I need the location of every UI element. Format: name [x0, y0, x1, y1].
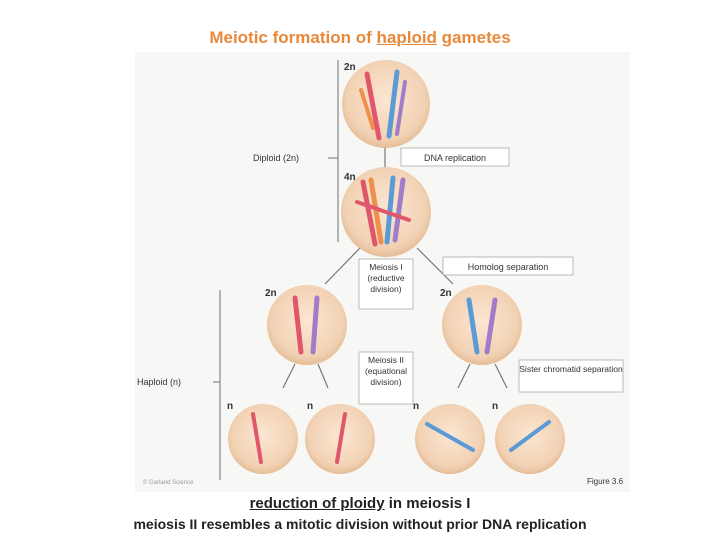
diploid-label: Diploid (2n): [253, 153, 299, 163]
meiosis2-arrow-1: [282, 363, 296, 389]
ploidy-label-gamete-2: n: [307, 401, 313, 412]
dna-replication-box: DNA replication: [400, 147, 510, 167]
cell-tetraploid: [341, 167, 431, 257]
meiosis2-box: Meiosis II (equational division): [358, 351, 414, 405]
ploidy-label-gamete-3: n: [413, 401, 419, 412]
ploidy-label-m1-right: 2n: [440, 288, 452, 299]
haploid-label: Haploid (n): [137, 377, 181, 387]
cell-meiosis1-left: [267, 285, 347, 365]
meiosis-figure: 2n 4n 2n 2n n n n n Diploid (2n) Haploid…: [135, 52, 630, 492]
meiosis2-arrow-4: [494, 363, 508, 389]
meiosis-diagram: 2n 4n 2n 2n n n n n Diploid (2n) Haploid…: [137, 60, 624, 486]
caption-line-1: reduction of ploidy in meiosis I: [0, 495, 720, 512]
title-haploid: haploid: [376, 28, 437, 47]
meiosis1-label: Meiosis I (reductive division): [367, 262, 405, 294]
homolog-separation-label: Homolog separation: [468, 262, 549, 272]
figure-credit: © Garland Science: [143, 479, 194, 486]
gamete-3: [415, 404, 485, 474]
ploidy-label-gamete-1: n: [227, 401, 233, 412]
gamete-1: [228, 404, 298, 474]
homolog-separation-box: Homolog separation: [442, 256, 574, 276]
figure-number: Figure 3.6: [587, 477, 624, 486]
gamete-2: [305, 404, 375, 474]
gamete-4: [495, 404, 565, 474]
chromatid-separation-label: Sister chromatid separation: [519, 364, 623, 374]
ploidy-label-m1-left: 2n: [265, 288, 277, 299]
cell-diploid: [342, 60, 430, 148]
caption-meiosis1: in meiosis I: [384, 495, 471, 512]
ploidy-label-top: 2n: [344, 62, 356, 73]
title-pre: Meiotic formation of: [209, 28, 377, 47]
meiosis1-arrow-right: [416, 247, 454, 285]
dna-replication-label: DNA replication: [424, 153, 486, 163]
slide-title: Meiotic formation of haploid gametes: [0, 28, 720, 48]
caption-line-2: meiosis II resembles a mitotic division …: [133, 516, 587, 532]
meiosis1-box: Meiosis I (reductive division): [358, 258, 414, 310]
chromatid-separation-box: Sister chromatid separation: [518, 359, 624, 393]
title-post: gametes: [436, 28, 511, 47]
meiosis2-arrow-3: [457, 363, 471, 389]
cell-meiosis1-right: [442, 285, 522, 365]
meiosis2-label: Meiosis II (equational division): [364, 355, 408, 387]
meiosis2-arrow-2: [317, 363, 329, 389]
meiosis1-arrow-left: [324, 247, 361, 285]
ploidy-label-gamete-4: n: [492, 401, 498, 412]
caption-ploidy: reduction of ploidy: [249, 495, 385, 512]
ploidy-label-mid: 4n: [344, 172, 356, 183]
